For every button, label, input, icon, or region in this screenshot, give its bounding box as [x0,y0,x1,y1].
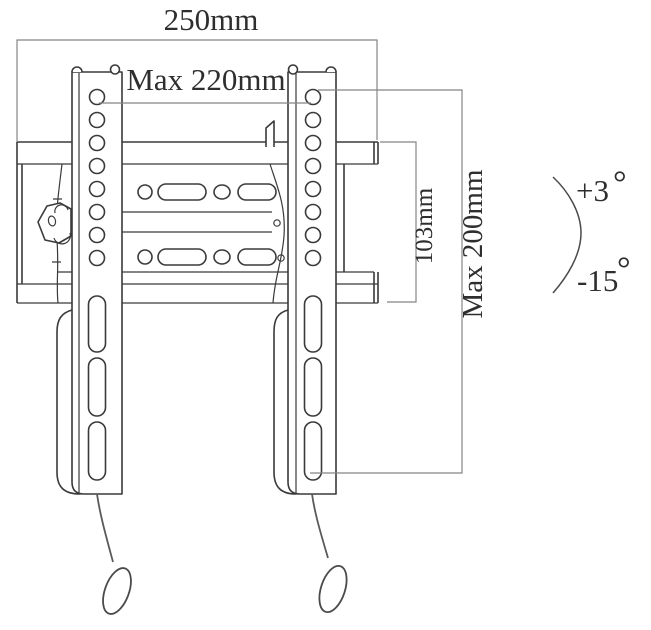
dimension-max-height: Max 200mm [310,89,489,474]
right-rail-top-tab [325,66,337,73]
left-cord-line [96,493,114,563]
tilt-down-label: -15 [577,263,618,298]
dimension-max-width: Max 220mm [99,62,311,104]
right-cord-line [311,493,329,559]
tilt-down-degree-icon: ° [617,251,631,288]
plate-profile-curve-right [269,163,285,304]
tilt-arc [552,176,582,294]
wall-plate [16,120,379,304]
left-rail-top-tab [71,66,83,73]
max-width-label: Max 220mm [126,62,285,97]
tilt-indicator: +3 ° -15 ° [552,165,631,298]
left-rail-top-roll [109,64,121,75]
left-rail-slots [87,295,107,481]
right-rail-slots [303,295,323,481]
plate-slot-row-lower [137,248,277,266]
left-rail [71,64,123,495]
plate-tick-marks [52,198,62,263]
plate-face-lines [17,163,378,304]
plate-right-cap [343,142,379,303]
max-height-label: Max 200mm [457,169,489,318]
tilt-up-degree-icon: ° [613,165,627,202]
right-rail-top-roll [287,64,299,75]
plate-slot-row-upper [137,183,277,201]
plate-hook-flag [265,120,275,147]
plate-left-cap [16,142,23,303]
left-rail-body [71,71,123,495]
left-pull-cord [96,493,132,615]
overall-width-label: 250mm [164,2,259,37]
plate-rivets [273,219,285,262]
dimension-overall-width: 250mm [16,2,378,142]
dimension-max-height-lines [310,89,463,474]
tilt-up-label: +3 [576,173,609,208]
dimension-plate-height-lines [380,141,417,303]
right-rail [287,64,337,495]
right-pull-cord [311,493,348,614]
plate-lock-clamp [37,202,72,245]
right-rail-holes [304,88,322,267]
left-rail-holes [88,88,106,267]
right-rail-body [287,71,337,495]
dimension-plate-height: 103mm [380,141,438,303]
left-pull-loop [102,567,132,615]
plate-height-label: 103mm [411,187,438,264]
right-pull-loop [318,564,348,614]
